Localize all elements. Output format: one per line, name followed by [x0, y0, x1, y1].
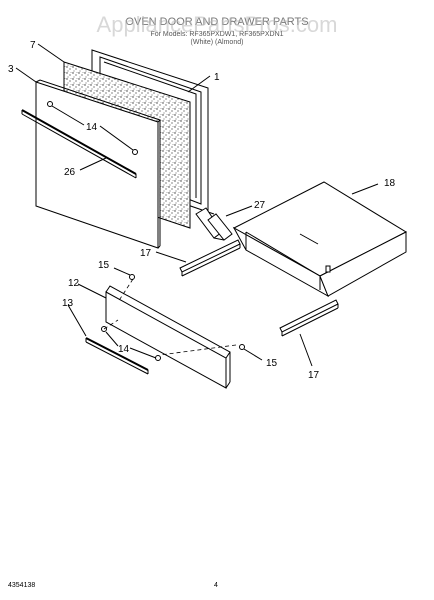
doc-number: 4354138: [8, 582, 35, 589]
screws-15: [129, 274, 245, 350]
callout-14-drawer: 14: [118, 344, 130, 355]
part-13-drawer-handle: [85, 337, 149, 375]
callout-7: 7: [30, 40, 36, 51]
callout-15-lower: 15: [266, 358, 278, 369]
callout-3: 3: [8, 64, 14, 75]
page-number: 4: [214, 582, 218, 589]
diagram-title: OVEN DOOR AND DRAWER PARTS: [125, 16, 308, 28]
watermark: AppliancePartsPros.com: [97, 12, 338, 37]
part-17-drawer-rail-lower: [279, 299, 339, 337]
part-12-drawer-front: [105, 285, 231, 389]
callout-27: 27: [254, 200, 266, 211]
callout-15-upper: 15: [98, 260, 110, 271]
part-3-outer-door: [35, 79, 161, 249]
part-26-door-handle: [21, 109, 137, 179]
leader-lines: [15, 43, 379, 367]
dashed-assembly-lines: [103, 278, 237, 356]
callout-14-door: 14: [86, 122, 98, 133]
part-18-drawer-body: [232, 181, 408, 298]
screws-14-door: [47, 101, 138, 155]
callout-17-upper: 17: [140, 248, 152, 259]
models-line: For Models: RF365PXDW1, RF365PXDN1: [150, 31, 283, 38]
callout-13: 13: [62, 298, 74, 309]
callout-18: 18: [384, 178, 396, 189]
part-27-hinge: [195, 207, 233, 241]
callout-1: 1: [214, 72, 220, 83]
callout-26: 26: [64, 167, 76, 178]
part-17-drawer-rail-upper: [179, 239, 241, 277]
colors-line: (White) (Almond): [191, 39, 244, 46]
callout-12: 12: [68, 278, 80, 289]
callout-17-lower: 17: [308, 370, 320, 381]
